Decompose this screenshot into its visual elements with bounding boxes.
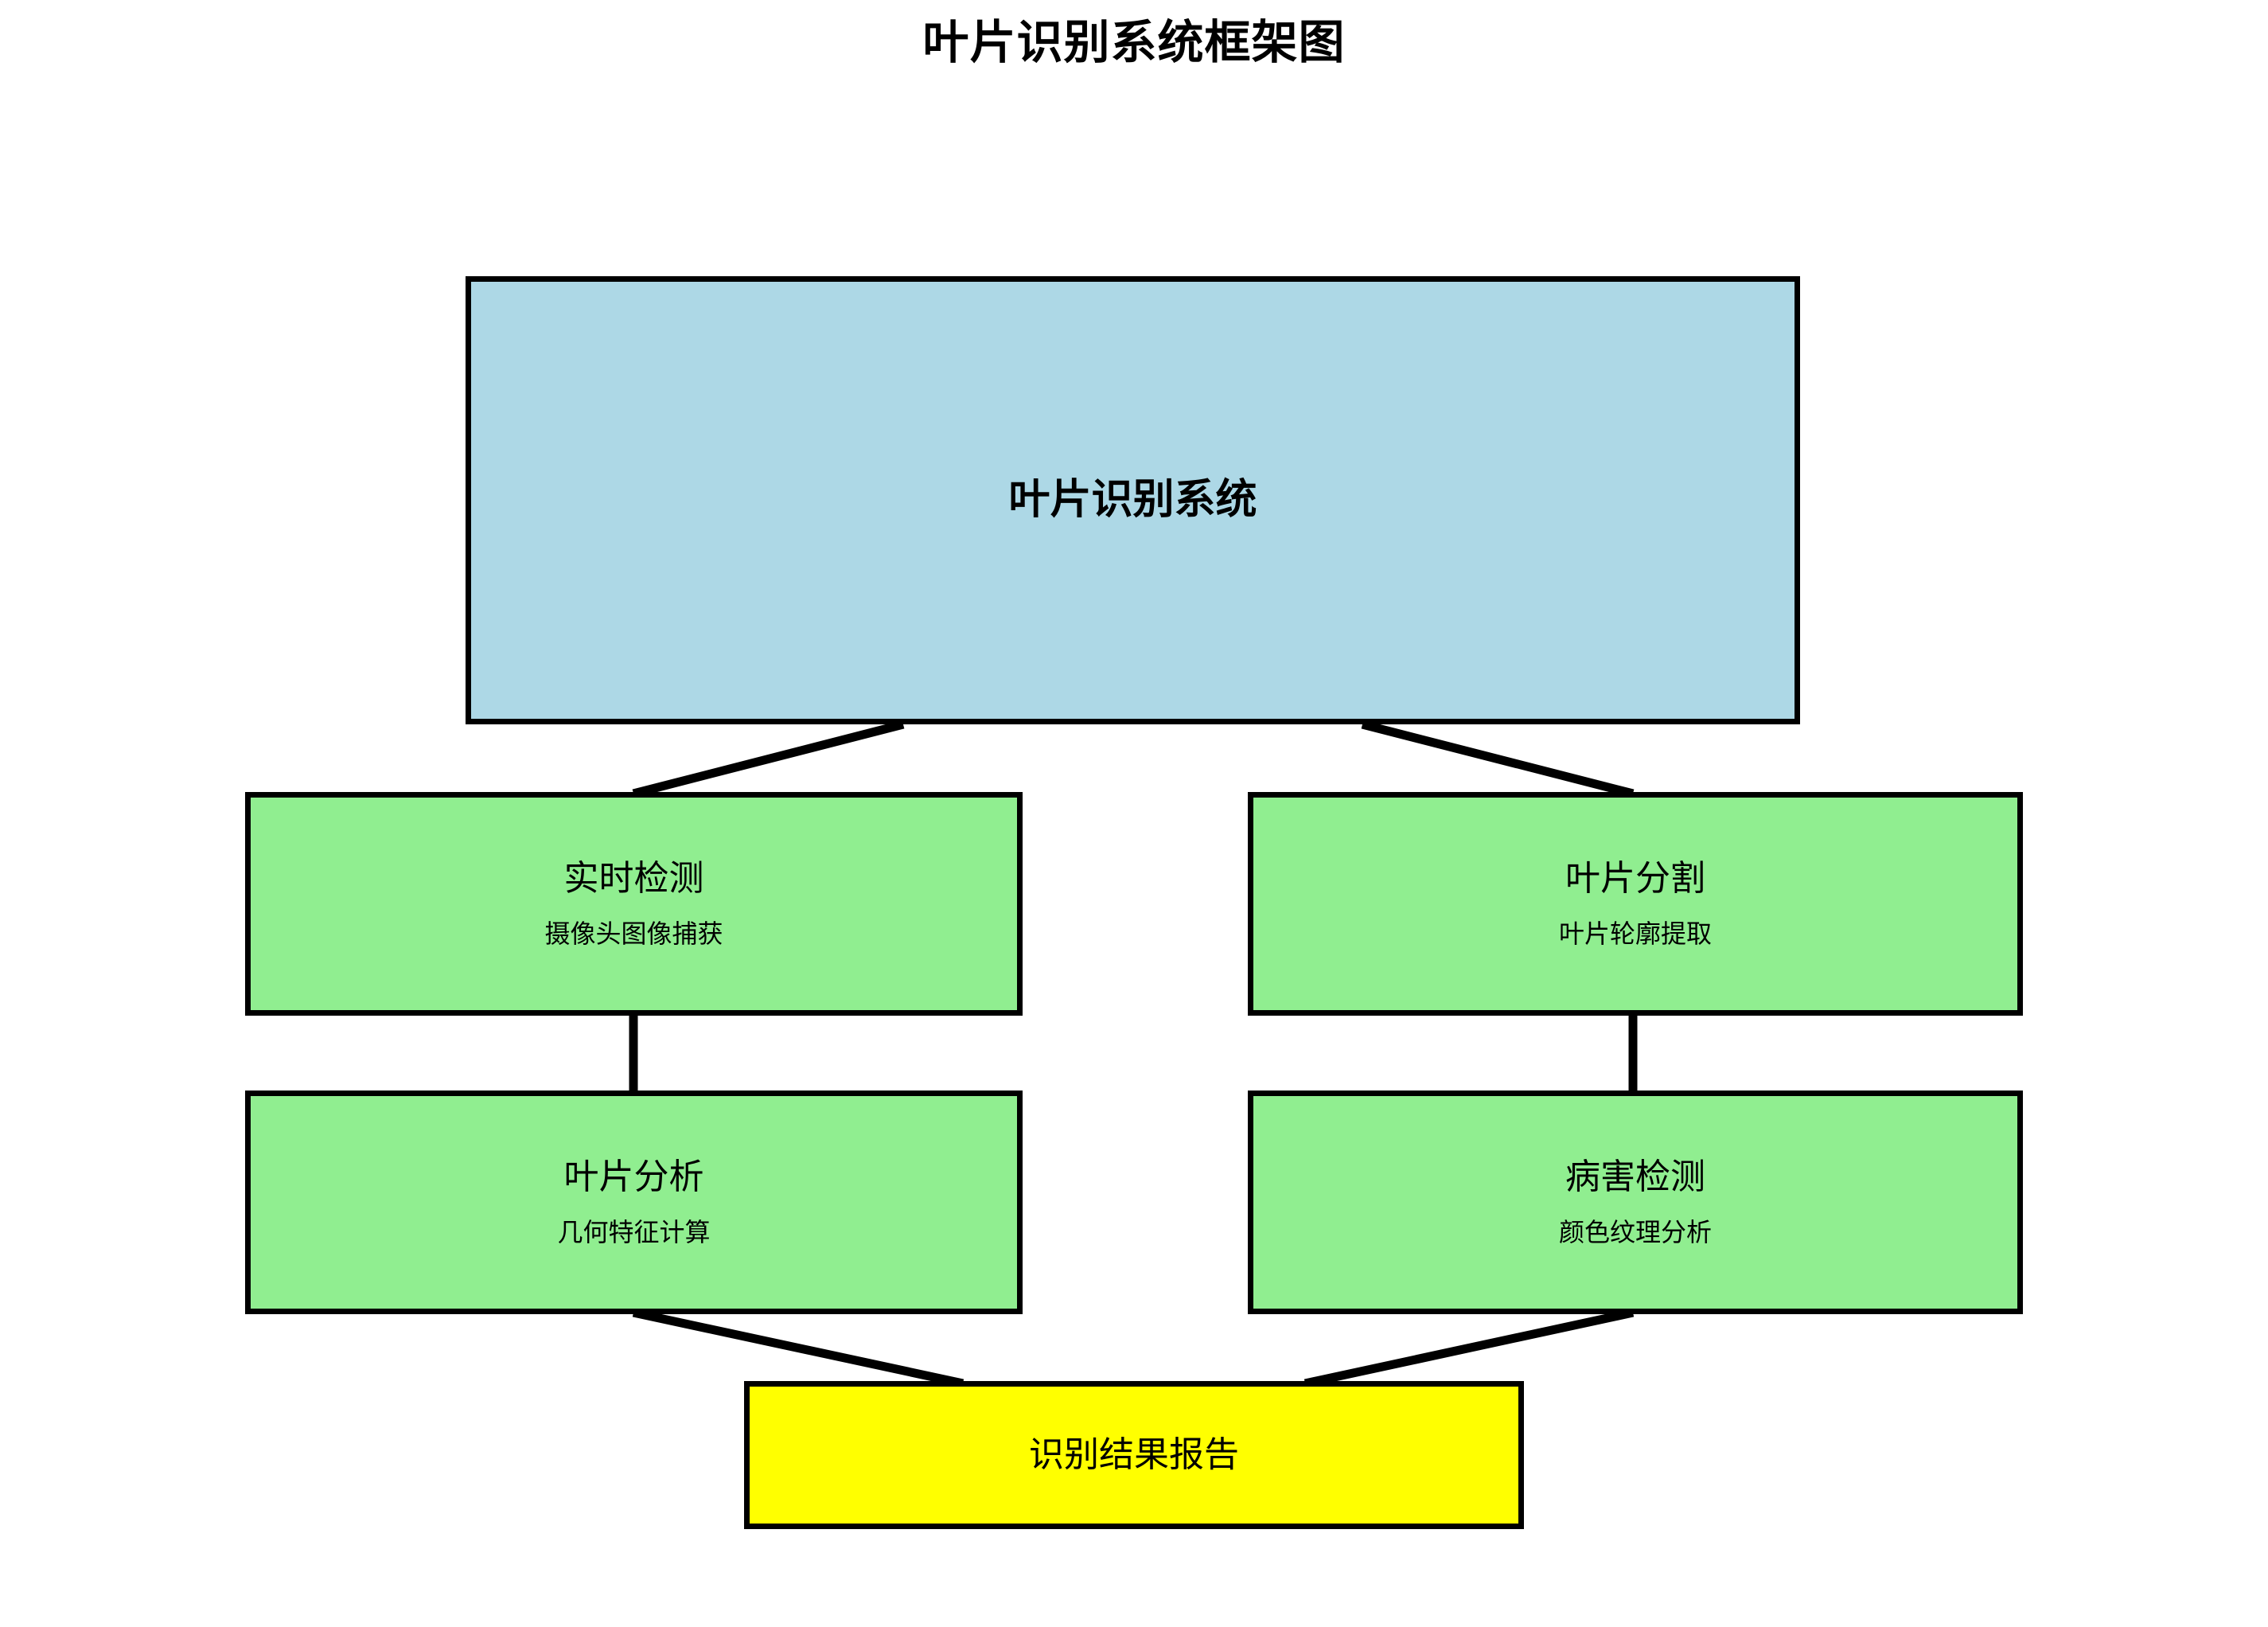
node-leaf-recognition-system[interactable]: 叶片识别系统 [466, 276, 1800, 724]
node-subtitle: 摄像头图像捕获 [544, 919, 723, 949]
node-subtitle: 几何特征计算 [557, 1218, 711, 1247]
node-title: 叶片分析 [563, 1157, 704, 1196]
node-leaf-segmentation[interactable]: 叶片分割 叶片轮廓提取 [1248, 792, 2023, 1016]
page-title: 叶片识别系统框架图 [922, 17, 1346, 68]
node-title: 病害检测 [1565, 1157, 1705, 1196]
node-subtitle: 叶片轮廓提取 [1558, 919, 1712, 949]
node-title: 叶片识别系统 [1008, 476, 1257, 523]
edge-analysis-to-report [632, 1308, 964, 1388]
node-subtitle: 颜色纹理分析 [1558, 1218, 1712, 1247]
edge-disease-to-report [1304, 1308, 1635, 1388]
edge-root-to-realtime [632, 720, 905, 798]
node-disease-detection[interactable]: 病害检测 颜色纹理分析 [1248, 1091, 2023, 1314]
edge-root-to-segment [1361, 720, 1635, 798]
node-realtime-detection[interactable]: 实时检测 摄像头图像捕获 [245, 792, 1023, 1016]
node-title: 识别结果报告 [1029, 1434, 1239, 1474]
node-leaf-analysis[interactable]: 叶片分析 几何特征计算 [245, 1091, 1023, 1314]
node-title: 实时检测 [563, 858, 704, 898]
node-title: 叶片分割 [1565, 858, 1705, 898]
node-recognition-result-report[interactable]: 识别结果报告 [744, 1381, 1524, 1529]
